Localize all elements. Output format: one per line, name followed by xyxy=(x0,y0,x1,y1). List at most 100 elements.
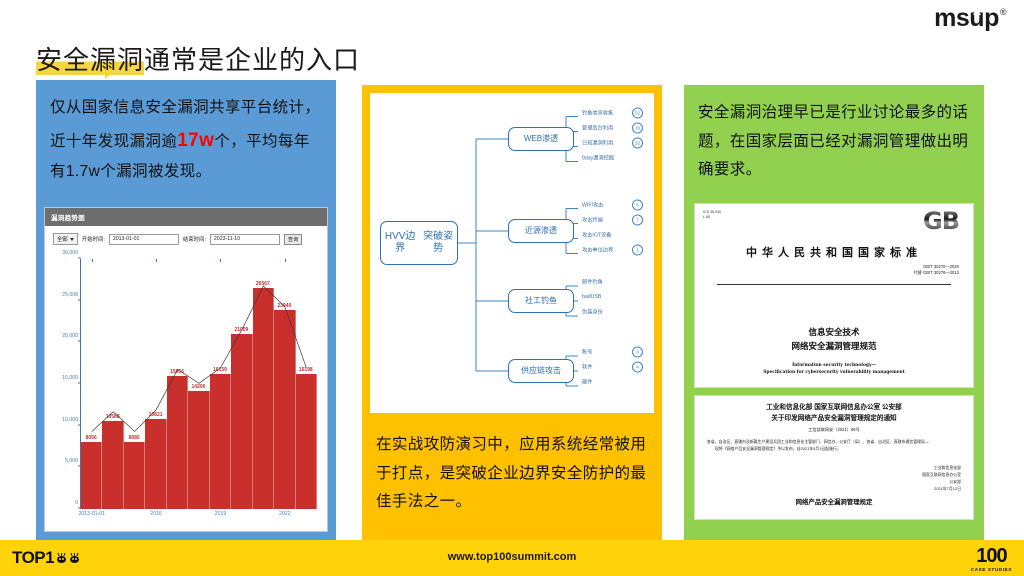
mindmap-leaf-label: 攻击单位边界 xyxy=(582,247,614,253)
chart-bar: 23940 xyxy=(274,303,296,509)
standard-english: Information security technology— Specifi… xyxy=(695,362,973,376)
chart-y-tick-mark xyxy=(78,382,81,384)
chart-x-tick-label: 2013-01-01 xyxy=(78,511,105,517)
registered-mark: ® xyxy=(999,7,1007,17)
top100-logo: TOP1 xyxy=(12,548,80,568)
notice-sign-line3: 公安部 xyxy=(949,479,961,485)
standard-subtitle-line2: 网络安全漏洞管理规范 xyxy=(791,342,877,353)
mindmap-leaf-badge: 1 xyxy=(632,244,643,255)
title-highlight-tail xyxy=(105,70,116,79)
standard-subtitle-line1: 信息安全技术 xyxy=(808,328,860,338)
left-panel-text: 仅从国家信息安全漏洞共享平台统计，近十年发现漏洞逾17w个，平均每年有1.7w个… xyxy=(36,80,336,192)
end-date-value: 2023-11-10 xyxy=(213,236,241,242)
mindmap-leaf-badge: 5 xyxy=(632,199,643,210)
chart-bar: 8080 xyxy=(123,435,146,509)
vulnerability-chart-card: 漏洞趋势图 全部 开始时间: 2013-01-01 结束时间: 2023-11-… xyxy=(44,207,328,532)
notice-document-number: 工信部联网安〔2021〕66号 xyxy=(808,427,860,432)
page-title-rest: 通常是企业的入口 xyxy=(144,45,361,75)
notice-footer-title: 网络产品安全漏洞管理规定 xyxy=(795,499,873,506)
chart-bar: 16198 xyxy=(295,367,317,509)
standard-english-line1: Information security technology— xyxy=(792,363,876,368)
footer-url[interactable]: www.top100summit.com xyxy=(447,551,577,563)
chart-x-tick-mark xyxy=(220,259,222,262)
chart-bar-label: 15956 xyxy=(170,369,184,376)
notice-signature: 工业和信息化部 国家互联网信息办公室 公安部 2021年7月12日 xyxy=(922,464,961,492)
chart-y-tick-mark xyxy=(78,299,81,301)
chart-bar: 10821 xyxy=(145,412,167,509)
top100-logo-text: TOP1 xyxy=(12,548,55,567)
gb-logo: GB xyxy=(923,207,960,235)
chart-y-tick-label: 25,000 xyxy=(62,291,78,298)
chart-x-tick-label: 2022 xyxy=(279,511,291,517)
mindmap-leaf-label: 硬件 xyxy=(582,379,593,386)
chart-trend-line xyxy=(81,259,317,495)
left-text-highlight: 17w xyxy=(177,129,215,151)
case-studies-caption: CASE STUDIES xyxy=(970,567,1012,572)
end-date-input[interactable]: 2023-11-10 xyxy=(209,233,280,245)
mindmap-leaf-label: 0day漏洞挖掘 xyxy=(582,155,614,161)
chart-bar-label: 10588 xyxy=(105,413,120,420)
mindmap-leaf-label: 攻击IOT设备 xyxy=(582,232,612,238)
standard-ics-code: ICS 35.040 L 80 xyxy=(703,210,721,219)
middle-panel-text: 在实战攻防演习中，应用系统经常被用于打点，是突破企业边界安全防护的最佳手法之一。 xyxy=(376,436,647,511)
chart-bar-label: 26567 xyxy=(255,280,270,287)
chart-y-tick-label: 5,000 xyxy=(65,458,78,465)
mindmap-root-line: 突破姿势 xyxy=(423,231,454,254)
right-panel: 安全漏洞治理早已是行业讨论最多的话题，在国家层面已经对漏洞管理做出明确要求。 I… xyxy=(684,85,984,540)
notice-body: 各省、自治区、直辖市及新疆生产建设兵团工业和信息化主管部门、网信办、公安厅（局）… xyxy=(707,438,961,453)
bug-icon-2 xyxy=(69,552,80,564)
mindmap-leaf-label: 邮件钓鱼 xyxy=(582,279,603,286)
start-date-input[interactable]: 2013-01-01 xyxy=(108,233,179,245)
start-date-value: 2013-01-01 xyxy=(112,236,140,242)
chart-bar: 8056 xyxy=(81,435,103,509)
mindmap-leaf-badge: 32 xyxy=(632,107,643,118)
page-title-highlight: 安全漏洞 xyxy=(36,45,145,75)
mindmap-leaf-label: 账号 xyxy=(582,349,593,356)
chart-y-tick-label: 15,000 xyxy=(62,375,78,381)
notice-sign-line4: 2021年7月12日 xyxy=(934,486,961,492)
query-button[interactable]: 查询 xyxy=(283,233,303,245)
end-date-label: 结束时间: xyxy=(182,237,206,243)
chart-x-tick-mark xyxy=(284,259,286,262)
mindmap-root-line: HVV边界 xyxy=(384,231,416,254)
msup-arrow-icon: u xyxy=(969,6,984,31)
mindmap-leaf-label: 管理后台利用 xyxy=(582,125,614,131)
chart-bar: 26567 xyxy=(252,281,275,509)
bug-icon-1 xyxy=(56,552,67,564)
scope-select-value: 全部 xyxy=(57,237,68,243)
chart-card-header: 漏洞趋势图 xyxy=(45,208,327,226)
chart-bar-label: 8056 xyxy=(85,434,97,441)
chart-bar-label: 10821 xyxy=(148,411,163,418)
chart-y-tick-mark xyxy=(78,340,81,342)
standard-english-line2: Specification for cybersecurity vulnerab… xyxy=(763,370,905,376)
start-date-label: 开始时间: xyxy=(81,237,105,243)
chart-bar: 10588 xyxy=(102,414,124,509)
notice-heading-line1: 工业和信息化部 国家互联网信息办公室 公安部 xyxy=(766,404,902,411)
standard-divider xyxy=(717,284,951,285)
mindmap-leaf-label: 钓鱼信息收集 xyxy=(582,110,614,116)
scope-select[interactable]: 全部 xyxy=(53,233,78,245)
chart-y-tick-mark xyxy=(78,257,81,259)
standard-subtitle: 信息安全技术 网络安全漏洞管理规范 xyxy=(695,326,973,355)
national-standard-document: ICS 35.040 L 80 GB 中华人民共和国国家标准 GB/T 3027… xyxy=(694,203,974,388)
msup-logo-text: ms xyxy=(934,4,970,32)
footer-bar: TOP1 www.top100summit.com 100 CASE STUDI… xyxy=(0,540,1024,576)
chart-y-tick-label: 0 xyxy=(75,500,78,506)
chart-y-axis xyxy=(80,259,81,509)
left-panel: 仅从国家信息安全漏洞共享平台统计，近十年发现漏洞逾17w个，平均每年有1.7w个… xyxy=(36,80,336,540)
mindmap-leaf-label: WIFI攻击 xyxy=(582,202,604,208)
mindmap-leaf-badge: 7 xyxy=(632,214,643,225)
chart-bar-label: 16159 xyxy=(212,367,227,374)
standard-code: GB/T 30276—2020 代替 GB/T 30276—2013 xyxy=(913,264,959,276)
page-title: 安全漏洞通常是企业的入口 xyxy=(36,40,360,77)
mindmap-leaf-badge: 16 xyxy=(632,122,643,133)
chart-y-tick-label: 30,000 xyxy=(62,250,78,256)
chart-y-tick-mark xyxy=(78,424,81,426)
notice-sign-line1: 工业和信息化部 xyxy=(933,465,961,470)
regulation-notice-document: 工业和信息化部 国家互联网信息办公室 公安部 关于印发网络产品安全漏洞管理规定的… xyxy=(694,395,974,520)
chart-x-tick-mark xyxy=(91,259,93,262)
chart-y-tick-mark xyxy=(78,465,81,467)
